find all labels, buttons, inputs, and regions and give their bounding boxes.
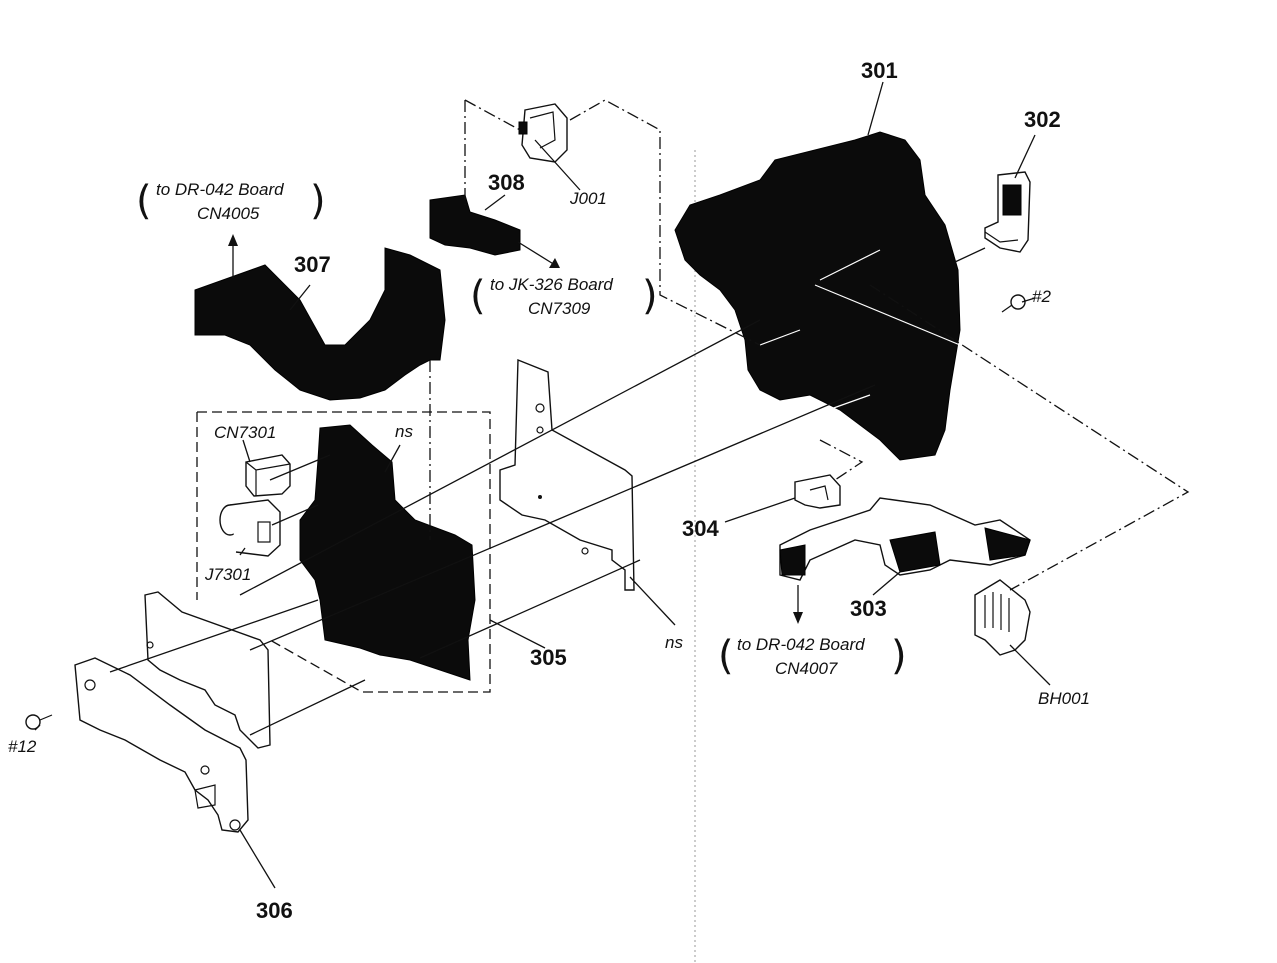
svg-text:(: ( <box>136 178 152 224</box>
connector-cn7301 <box>245 454 291 497</box>
note-jk326-cn7309-line2: CN7309 <box>528 299 591 318</box>
board-305 <box>196 411 491 693</box>
bracket-306 <box>74 591 271 833</box>
flex-307 <box>194 247 446 401</box>
label-306: 306 <box>256 898 293 923</box>
label-308: 308 <box>488 170 525 195</box>
label-305: 305 <box>530 645 567 670</box>
svg-text:): ) <box>642 273 658 319</box>
note-dr042-cn4007: ( to DR-042 Board CN4007 ) <box>718 633 907 679</box>
note-dr042-cn4007-line2: CN4007 <box>775 659 838 678</box>
label-j7301: J7301 <box>204 565 251 584</box>
holder-bh001 <box>974 579 1031 656</box>
label-302: 302 <box>1024 107 1061 132</box>
svg-text:): ) <box>891 633 907 679</box>
label-307: 307 <box>294 252 331 277</box>
flex-308 <box>429 194 521 256</box>
note-dr042-cn4005: ( to DR-042 Board CN4005 ) <box>136 178 326 224</box>
note-jk326-cn7309: ( to JK-326 Board CN7309 ) <box>470 273 658 319</box>
label-screw-2: #2 <box>1032 287 1051 306</box>
leader-lines <box>34 81 1051 889</box>
note-jk326-cn7309-line1: to JK-326 Board <box>490 275 613 294</box>
note-dr042-cn4005-line1: to DR-042 Board <box>156 180 284 199</box>
label-screw-12: #12 <box>8 737 37 756</box>
label-ns-plate: ns <box>665 633 683 652</box>
part-302 <box>984 171 1031 253</box>
label-301: 301 <box>861 58 898 83</box>
jack-j7301 <box>219 499 281 557</box>
svg-text:(: ( <box>718 633 734 679</box>
label-304: 304 <box>682 516 719 541</box>
note-dr042-cn4007-line1: to DR-042 Board <box>737 635 865 654</box>
flex-303 <box>779 497 1031 581</box>
svg-text:): ) <box>310 178 326 224</box>
part-304 <box>794 474 841 509</box>
label-cn7301: CN7301 <box>214 423 276 442</box>
label-bh001: BH001 <box>1038 689 1090 708</box>
component-labels: J001 CN7301 J7301 BH001 #2 #12 ns ns <box>8 189 1090 756</box>
part-number-labels: 301 302 303 304 305 306 307 308 <box>256 58 1061 923</box>
label-j001: J001 <box>569 189 607 208</box>
screw-12-icon <box>25 714 53 730</box>
svg-text:(: ( <box>470 273 486 319</box>
connector-j001 <box>518 103 568 163</box>
note-dr042-cn4005-line2: CN4005 <box>197 204 260 223</box>
lens-block-301 <box>674 131 961 461</box>
connection-dashdot-lines <box>429 99 1190 591</box>
label-ns-board: ns <box>395 422 413 441</box>
screw-2-icon <box>1001 294 1026 313</box>
shield-plate <box>499 358 635 591</box>
label-303: 303 <box>850 596 887 621</box>
